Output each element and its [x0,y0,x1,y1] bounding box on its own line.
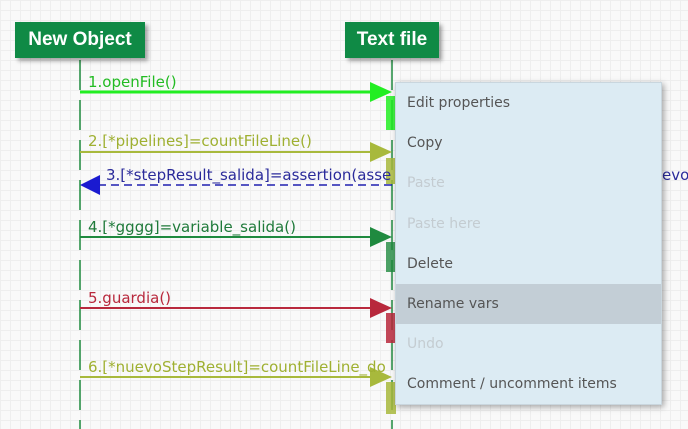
message-6[interactable]: 6.[*nuevoStepResult]=countFileLine_do [80,358,396,414]
menu-item-comment-uncomment[interactable]: Comment / uncomment items [407,376,617,393]
menu-item-edit-properties[interactable]: Edit properties [407,95,511,112]
message-1[interactable]: 1.openFile() [80,73,396,130]
message-label-tail: evo [662,166,688,184]
message-label: 2.[*pipelines]=countFileLine() [88,132,312,150]
message-3[interactable]: 3.[*stepResult_salida]=assertion(asse ev… [80,166,688,195]
menu-item-paste[interactable]: Paste [407,175,445,192]
context-menu: Edit properties Copy Paste Paste here De… [395,82,662,405]
lifeline-header-label: Text file [356,29,428,50]
message-4[interactable]: 4.[*gggg]=variable_salida() [80,218,396,272]
menu-item-undo[interactable]: Undo [407,336,444,353]
lifeline-header-new-object[interactable]: New Object [15,22,145,58]
menu-item-paste-here[interactable]: Paste here [407,215,481,232]
message-5[interactable]: 5.guardia() [80,289,396,343]
message-label: 6.[*nuevoStepResult]=countFileLine_do [88,358,386,377]
lifeline-header-label: New Object [28,29,132,50]
message-label: 4.[*gggg]=variable_salida() [88,218,296,237]
message-label: 1.openFile() [88,73,177,91]
lifeline-header-text-file[interactable]: Text file [345,22,439,58]
menu-item-copy[interactable]: Copy [407,135,443,152]
message-2[interactable]: 2.[*pipelines]=countFileLine() [80,132,396,184]
menu-item-delete[interactable]: Delete [407,255,453,272]
message-label: 3.[*stepResult_salida]=assertion(asse [106,166,391,185]
message-label: 5.guardia() [88,289,171,307]
menu-item-rename-vars[interactable]: Rename vars [396,283,661,325]
